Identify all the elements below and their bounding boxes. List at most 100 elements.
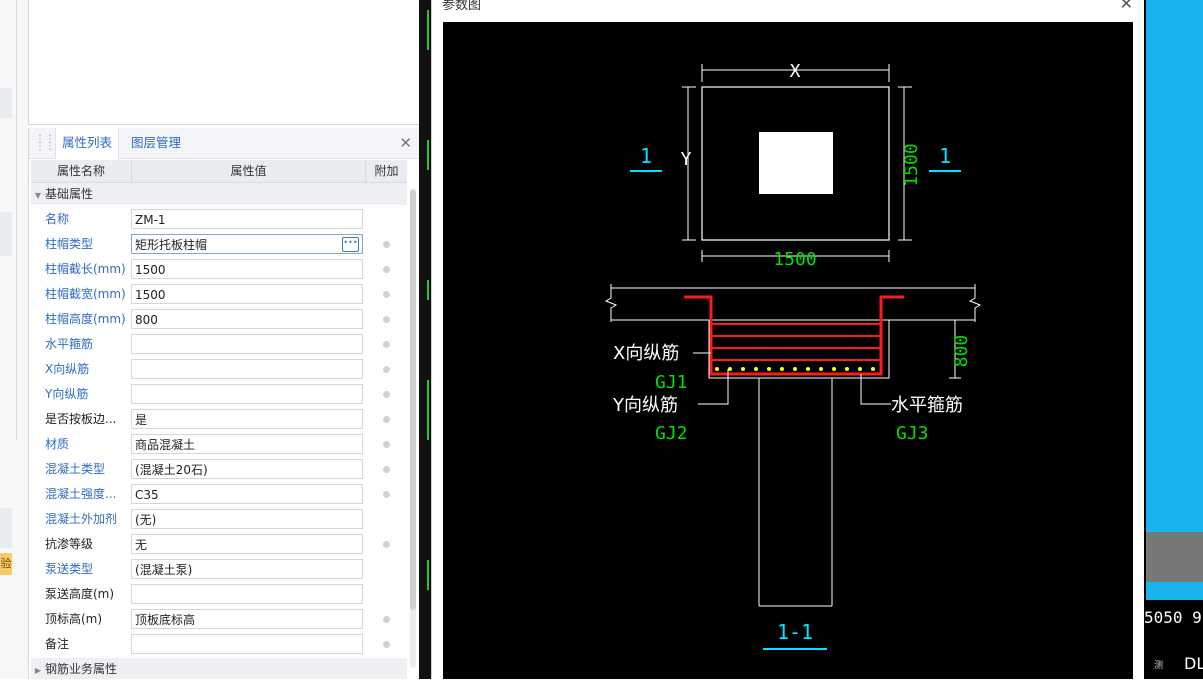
extra-checkbox-dot[interactable]	[383, 391, 390, 398]
extra-checkbox-dot[interactable]	[383, 416, 390, 423]
cad-line	[427, 560, 429, 590]
property-value: (无)	[135, 513, 157, 527]
cad-small-label: 测	[1154, 661, 1164, 671]
property-row[interactable]: X向纵筋	[31, 357, 407, 382]
rebar-dot	[715, 367, 719, 371]
property-row[interactable]: 柱帽高度(mm) 800	[31, 307, 407, 332]
drag-grip-icon[interactable]: ⋮⋮⋮⋮	[35, 134, 55, 152]
property-value-field[interactable]	[131, 384, 363, 404]
property-value: (混凝土20石)	[135, 463, 208, 477]
property-panel: ⋮⋮⋮⋮ 属性列表 图层管理 ✕ 属性名称 属性值 附加 ▼基础属性 名称 ZM-…	[28, 128, 421, 679]
property-value-field[interactable]: 无	[131, 534, 363, 554]
property-value-field[interactable]: 商品混凝土	[131, 434, 363, 454]
property-value-field[interactable]: (混凝土泵)	[131, 559, 363, 579]
y-rebar-label: Y向纵筋	[612, 395, 678, 416]
property-value: ZM-1	[135, 213, 166, 227]
extra-checkbox-dot[interactable]	[383, 616, 390, 623]
property-row[interactable]: 柱帽截长(mm)1500	[31, 257, 407, 282]
column-header-value[interactable]: 属性值	[132, 160, 366, 182]
cad-line	[427, 10, 429, 50]
tab-layer-management[interactable]: 图层管理	[131, 135, 182, 150]
property-row[interactable]: Y向纵筋	[31, 382, 407, 407]
extra-checkbox-dot[interactable]	[383, 341, 390, 348]
plan-outline	[701, 86, 890, 241]
param-figure-dialog: 参数图 ✕ X Y 1500 1500	[431, 0, 1145, 679]
tab-property-list[interactable]: 属性列表	[55, 128, 120, 159]
property-row[interactable]: 备注	[31, 632, 407, 657]
plan-height-dim: 1500	[901, 143, 922, 186]
property-value-field[interactable]: 800	[131, 309, 363, 329]
rebar-dot	[767, 367, 771, 371]
property-row[interactable]: 柱帽截宽(mm)1500	[31, 282, 407, 307]
group-rebar-properties[interactable]: ▶钢筋业务属性	[31, 658, 407, 679]
rebar-dot	[793, 367, 797, 371]
property-value-field[interactable]: 1500	[131, 259, 363, 279]
warning-badge[interactable]: 验	[0, 553, 12, 575]
property-value-field[interactable]: 1500	[131, 284, 363, 304]
extra-checkbox-dot[interactable]	[383, 541, 390, 548]
property-table-header: 属性名称 属性值 附加	[31, 160, 407, 183]
cad-blue-region	[1146, 0, 1203, 600]
cad-viewport-right[interactable]: 5050 9 测 DL	[1144, 0, 1203, 679]
property-row[interactable]: 抗渗等级无	[31, 532, 407, 557]
property-row[interactable]: 材质商品混凝土	[31, 432, 407, 457]
property-name: 柱帽高度(mm)	[45, 312, 126, 326]
property-row[interactable]: 顶标高(m)顶板底标高	[31, 607, 407, 632]
extra-checkbox-dot[interactable]	[383, 466, 390, 473]
column-header-name[interactable]: 属性名称	[31, 160, 132, 182]
property-value-field[interactable]: (无)	[131, 509, 363, 529]
property-value-field[interactable]: 矩形托板柱帽•••	[131, 234, 363, 254]
section-title: 1-1	[777, 620, 813, 644]
property-value-field[interactable]: C35	[131, 484, 363, 504]
extra-checkbox-dot[interactable]	[383, 266, 390, 273]
close-icon[interactable]: ✕	[399, 134, 412, 152]
param-figure-canvas: X Y 1500 1500 1 1	[443, 22, 1133, 679]
extra-checkbox-dot[interactable]	[383, 316, 390, 323]
property-row[interactable]: 是否按板边... 是	[31, 407, 407, 432]
extra-checkbox-dot[interactable]	[383, 366, 390, 373]
property-name: Y向纵筋	[45, 387, 89, 401]
left-sidebar-strip: 验	[0, 0, 28, 679]
vertical-scrollbar[interactable]	[410, 188, 416, 668]
property-value-field[interactable]: 是	[131, 409, 363, 429]
property-row[interactable]: 混凝土强度...C35	[31, 482, 407, 507]
property-row[interactable]: 泵送类型(混凝土泵)	[31, 557, 407, 582]
dialog-close-icon[interactable]: ✕	[1119, 0, 1133, 13]
extra-checkbox-dot[interactable]	[383, 441, 390, 448]
property-row[interactable]: 混凝土类型(混凝土20石)	[31, 457, 407, 482]
property-value-field[interactable]	[131, 359, 363, 379]
property-value-field[interactable]: 顶板底标高	[131, 609, 363, 629]
cad-letters: DL	[1184, 654, 1203, 673]
x-rebar-label: X向纵筋	[613, 343, 679, 364]
property-name: 是否按板边...	[45, 412, 117, 426]
ellipsis-button[interactable]: •••	[342, 237, 359, 252]
dialog-title: 参数图	[442, 0, 482, 13]
extra-checkbox-dot[interactable]	[383, 491, 390, 498]
property-row[interactable]: 混凝土外加剂(无)	[31, 507, 407, 532]
property-tabbar: ⋮⋮⋮⋮ 属性列表 图层管理 ✕	[29, 128, 420, 159]
scrollbar-thumb[interactable]	[410, 190, 416, 610]
cad-dimension-text: 5050 9	[1144, 608, 1202, 627]
property-value-field[interactable]: (混凝土20石)	[131, 459, 363, 479]
collapse-triangle-icon[interactable]: ▼	[34, 191, 42, 200]
rebar-dot	[858, 367, 862, 371]
cad-line	[427, 380, 429, 440]
property-row[interactable]: 名称 ZM-1	[31, 207, 407, 232]
section-mark-left: 1	[640, 144, 652, 168]
rebar-dot	[754, 367, 758, 371]
property-row[interactable]: 水平箍筋	[31, 332, 407, 357]
property-name: 名称	[45, 212, 70, 226]
property-value-field[interactable]	[131, 334, 363, 354]
extra-checkbox-dot[interactable]	[383, 641, 390, 648]
group-basic-properties[interactable]: ▼基础属性	[31, 183, 407, 205]
property-value-field[interactable]	[131, 634, 363, 654]
extra-checkbox-dot[interactable]	[383, 291, 390, 298]
property-row[interactable]: 柱帽类型矩形托板柱帽•••	[31, 232, 407, 257]
property-value-field[interactable]: ZM-1	[131, 209, 363, 229]
column-header-extra[interactable]: 附加	[374, 164, 399, 178]
property-value: 商品混凝土	[135, 438, 196, 452]
extra-checkbox-dot[interactable]	[383, 241, 390, 248]
property-row[interactable]: 泵送高度(m)	[31, 582, 407, 607]
expand-triangle-icon[interactable]: ▶	[34, 666, 42, 675]
property-value-field[interactable]	[131, 584, 363, 604]
